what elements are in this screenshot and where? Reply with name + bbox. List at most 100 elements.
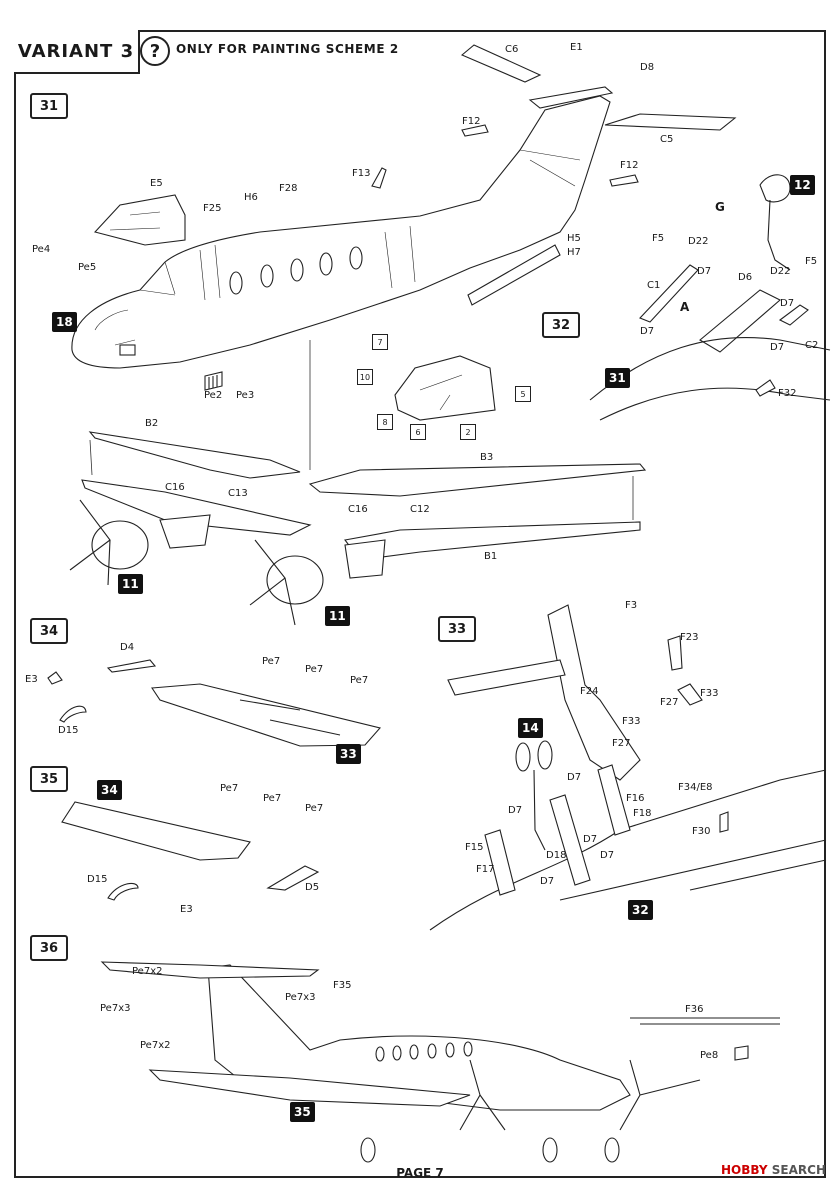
- page-number: PAGE 7: [396, 1166, 444, 1180]
- label-pe8: Pe8: [700, 1050, 719, 1061]
- label-pe7x2-top: Pe7x2: [132, 966, 163, 977]
- page-frame: [14, 30, 826, 1178]
- ref-badge-11-right: 11: [325, 606, 350, 626]
- label-c16-left: C16: [165, 482, 185, 493]
- label-d7-a: D7: [697, 266, 712, 277]
- label-e1: E1: [570, 42, 583, 53]
- label-g: G: [715, 200, 725, 214]
- label-pe3: Pe3: [236, 390, 255, 401]
- label-f18: F18: [633, 808, 652, 819]
- step-34-box: 34: [30, 618, 68, 644]
- label-c12: C12: [410, 504, 430, 515]
- part-7: 7: [372, 334, 388, 350]
- label-f12-right: F12: [620, 160, 639, 171]
- part-5: 5: [515, 386, 531, 402]
- label-d7-c: D7: [780, 298, 795, 309]
- step36-drawing: [100, 961, 780, 1163]
- wing-drawing: [69, 340, 647, 626]
- label-f24: F24: [580, 686, 599, 697]
- label-d4: D4: [120, 642, 135, 653]
- label-d7-e: D7: [567, 772, 582, 783]
- label-f35: F35: [333, 980, 352, 991]
- label-pe7-d: Pe7: [220, 783, 239, 794]
- fuselage-drawing: [71, 44, 737, 421]
- label-f33-right: F33: [700, 688, 719, 699]
- label-d6: D6: [738, 272, 753, 283]
- step-33-box: 33: [438, 616, 476, 642]
- label-f34-e8: F34/E8: [678, 782, 713, 793]
- label-pe7-e: Pe7: [263, 793, 282, 804]
- ref-badge-33: 33: [336, 744, 361, 764]
- step33-drawing: [429, 604, 827, 931]
- label-e3-b: E3: [180, 904, 193, 915]
- label-pe7-b: Pe7: [305, 664, 324, 675]
- label-f13: F13: [352, 168, 371, 179]
- label-h6: H6: [244, 192, 258, 203]
- watermark-rest: SEARCH: [767, 1163, 826, 1177]
- part-2: 2: [460, 424, 476, 440]
- ref-badge-35: 35: [290, 1102, 315, 1122]
- ref-badge-11-left: 11: [118, 574, 143, 594]
- step-32-box: 32: [542, 312, 580, 338]
- part-10: 10: [357, 369, 373, 385]
- label-pe7-a: Pe7: [262, 656, 281, 667]
- part-8: 8: [377, 414, 393, 430]
- label-d18: D18: [546, 850, 567, 861]
- step34-drawing: [47, 659, 382, 747]
- label-c5: C5: [660, 134, 674, 145]
- label-d8: D8: [640, 62, 655, 73]
- label-c13: C13: [228, 488, 248, 499]
- label-f16: F16: [626, 793, 645, 804]
- label-b2: B2: [145, 418, 159, 429]
- label-pe7x3-right: Pe7x3: [285, 992, 316, 1003]
- label-a: A: [680, 300, 690, 314]
- watermark-brand: HOBBY: [721, 1163, 768, 1177]
- step35-drawing: [61, 801, 320, 901]
- label-pe7-c: Pe7: [350, 675, 369, 686]
- label-c16-right: C16: [348, 504, 368, 515]
- ref-badge-31: 31: [605, 368, 630, 388]
- step-35-box: 35: [30, 766, 68, 792]
- label-f36: F36: [685, 1004, 704, 1015]
- step32-drawing: [589, 174, 831, 421]
- ref-badge-34: 34: [97, 780, 122, 800]
- label-d7-d: D7: [770, 342, 785, 353]
- ref-badge-32: 32: [628, 900, 653, 920]
- label-d15: D15: [58, 725, 79, 736]
- painting-scheme-note: ONLY FOR PAINTING SCHEME 2: [176, 42, 399, 56]
- label-f5-right: F5: [805, 256, 818, 267]
- label-f30: F30: [692, 826, 711, 837]
- label-f27-left: F27: [612, 738, 631, 749]
- watermark: HOBBY SEARCH: [721, 1163, 826, 1177]
- label-c1: C1: [647, 280, 661, 291]
- label-e5: E5: [150, 178, 163, 189]
- ref-badge-14: 14: [518, 718, 543, 738]
- label-f25: F25: [203, 203, 222, 214]
- step-31-box: 31: [30, 93, 68, 119]
- label-c2: C2: [805, 340, 819, 351]
- label-pe5: Pe5: [78, 262, 97, 273]
- label-d15-b: D15: [87, 874, 108, 885]
- label-d22-left: D22: [688, 236, 709, 247]
- label-f33-left: F33: [622, 716, 641, 727]
- label-d5: D5: [305, 882, 320, 893]
- label-pe7-f: Pe7: [305, 803, 324, 814]
- label-pe4: Pe4: [32, 244, 51, 255]
- label-c6: C6: [505, 44, 519, 55]
- label-d7-h: D7: [600, 850, 615, 861]
- label-h7: H7: [567, 247, 581, 258]
- label-f15: F15: [465, 842, 484, 853]
- label-f3: F3: [625, 600, 638, 611]
- label-pe2: Pe2: [204, 390, 223, 401]
- label-f28: F28: [279, 183, 298, 194]
- label-d7-f: D7: [508, 805, 523, 816]
- label-pe7x2-bottom: Pe7x2: [140, 1040, 171, 1051]
- label-pe7x3-left: Pe7x3: [100, 1003, 131, 1014]
- label-f12-left: F12: [462, 116, 481, 127]
- label-f23: F23: [680, 632, 699, 643]
- label-f5-left: F5: [652, 233, 665, 244]
- label-f32: F32: [778, 388, 797, 399]
- variant-title: VARIANT 3: [14, 30, 140, 74]
- label-d7-g: D7: [583, 834, 598, 845]
